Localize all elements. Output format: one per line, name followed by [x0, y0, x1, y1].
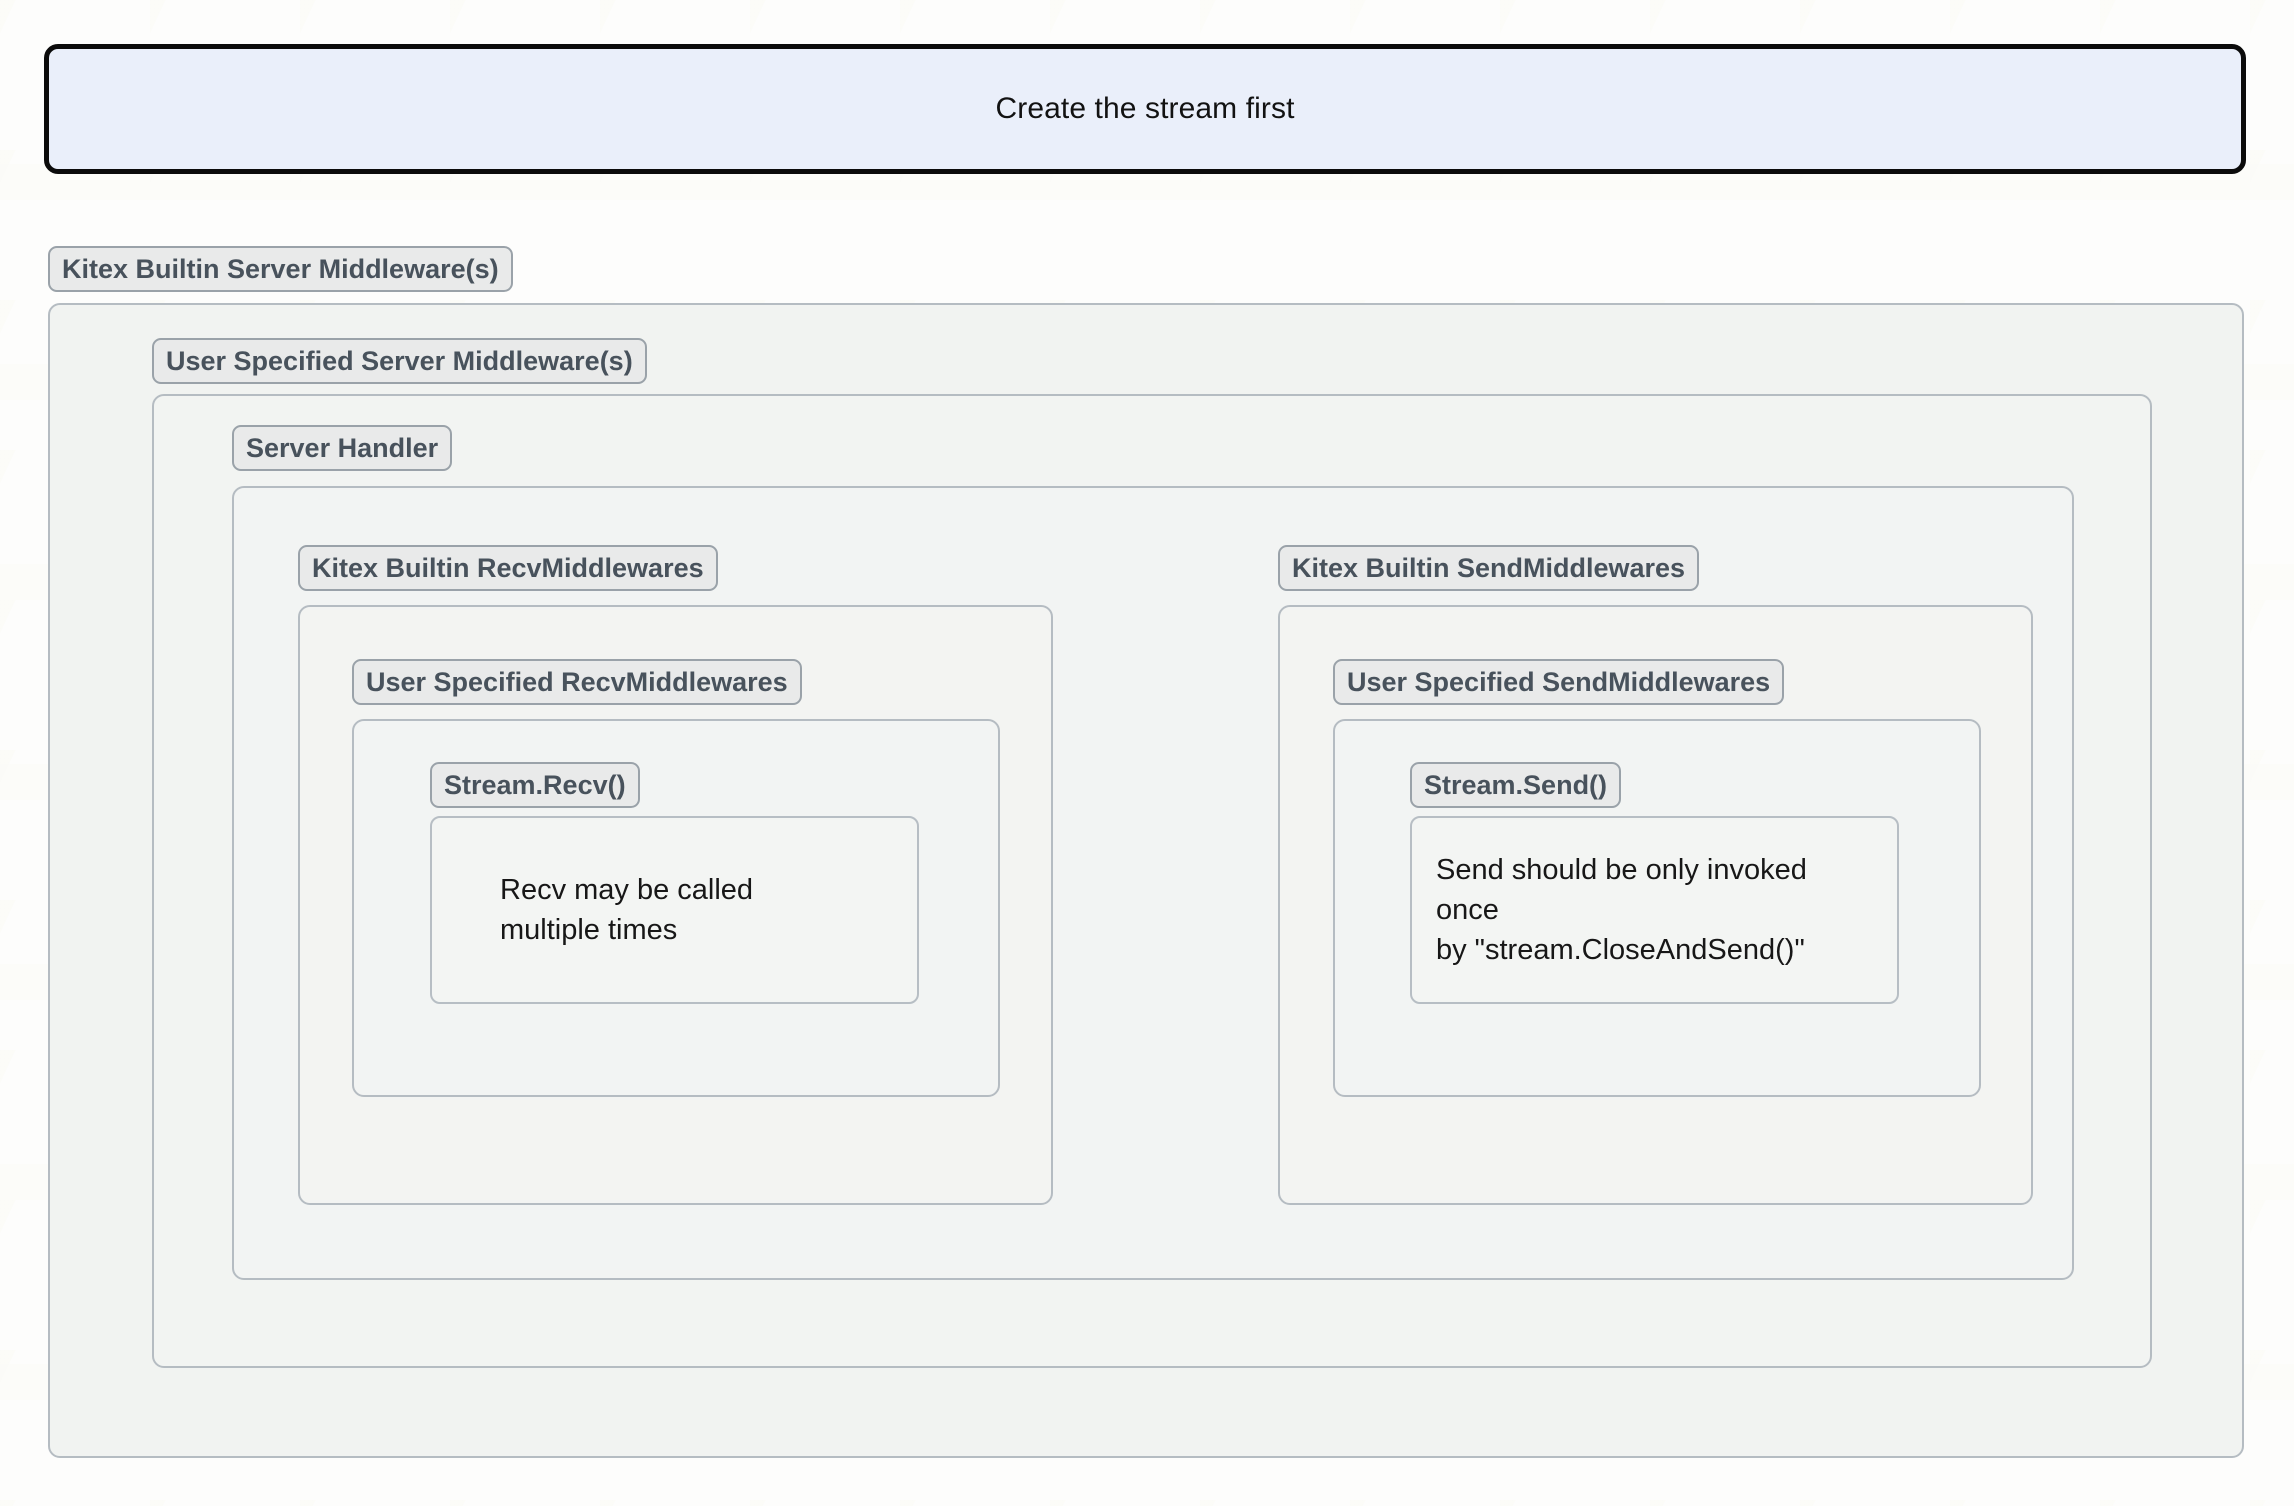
label-stream-recv: Stream.Recv(): [430, 762, 640, 808]
label-stream-send-text: Stream.Send(): [1424, 769, 1608, 800]
label-user-specified-send-middlewares-text: User Specified SendMiddlewares: [1347, 666, 1771, 697]
label-user-specified-server-middlewares-text: User Specified Server Middleware(s): [166, 345, 633, 376]
label-kitex-builtin-send-middlewares: Kitex Builtin SendMiddlewares: [1278, 545, 1700, 591]
label-user-specified-send-middlewares: User Specified SendMiddlewares: [1333, 659, 1785, 705]
note-send-text: Send should be only invoked once by "str…: [1436, 853, 1807, 966]
label-stream-recv-text: Stream.Recv(): [444, 769, 626, 800]
label-user-specified-server-middlewares: User Specified Server Middleware(s): [152, 338, 647, 384]
note-recv-may-be-called-multiple-times: Recv may be called multiple times: [430, 816, 919, 1004]
label-kitex-builtin-server-middlewares: Kitex Builtin Server Middleware(s): [48, 246, 513, 292]
create-stream-first-note: Create the stream first: [44, 44, 2246, 174]
label-stream-send: Stream.Send(): [1410, 762, 1622, 808]
label-server-handler-text: Server Handler: [246, 432, 439, 463]
label-user-specified-recv-middlewares-text: User Specified RecvMiddlewares: [366, 666, 788, 697]
label-kitex-builtin-recv-middlewares-text: Kitex Builtin RecvMiddlewares: [312, 552, 704, 583]
label-server-handler: Server Handler: [232, 425, 453, 471]
label-kitex-builtin-send-middlewares-text: Kitex Builtin SendMiddlewares: [1292, 552, 1686, 583]
note-send-should-be-only-invoked-once: Send should be only invoked once by "str…: [1410, 816, 1899, 1004]
label-kitex-builtin-recv-middlewares: Kitex Builtin RecvMiddlewares: [298, 545, 718, 591]
note-recv-text: Recv may be called multiple times: [500, 873, 754, 946]
label-kitex-builtin-server-middlewares-text: Kitex Builtin Server Middleware(s): [62, 253, 499, 284]
label-user-specified-recv-middlewares: User Specified RecvMiddlewares: [352, 659, 802, 705]
create-stream-first-note-text: Create the stream first: [995, 92, 1295, 125]
